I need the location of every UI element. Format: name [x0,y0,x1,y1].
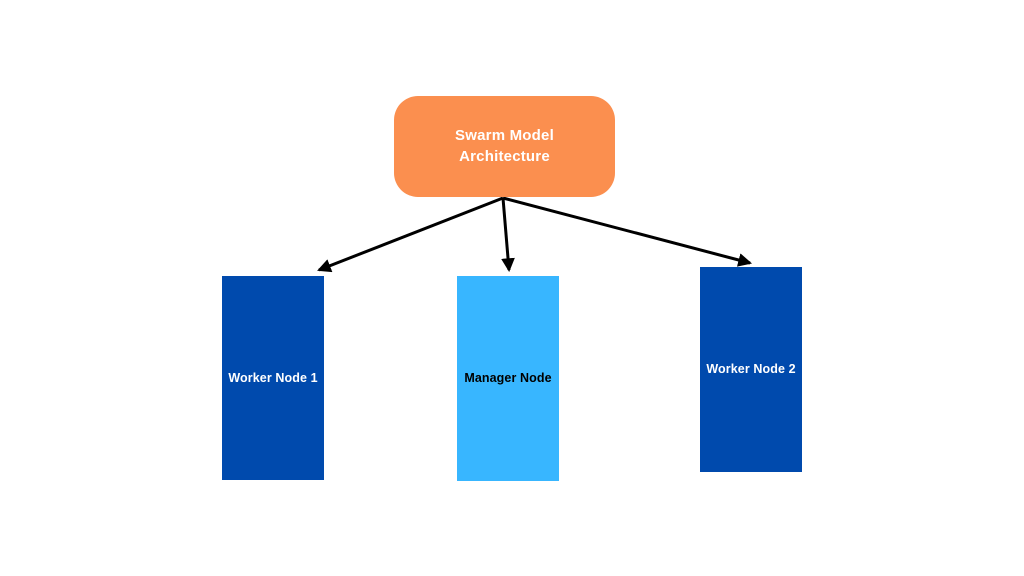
worker-node-1-label: Worker Node 1 [228,370,318,385]
manager-node-label: Manager Node [464,371,552,385]
node-worker-node-2: Worker Node 2 [700,267,802,472]
node-swarm-model-architecture: Swarm Model Architecture [394,96,615,197]
arrow-title-to-worker-2 [502,196,753,267]
title-node-label: Swarm Model Architecture [455,126,554,167]
node-worker-node-1: Worker Node 1 [222,276,324,480]
node-manager-node: Manager Node [457,276,559,481]
title-node-label-line1: Swarm Model [455,127,554,145]
arrow-title-to-worker-1 [317,196,504,273]
arrow-title-to-manager [501,197,515,273]
worker-node-2-label: Worker Node 2 [706,362,796,376]
title-node-label-line2: Architecture [459,147,550,165]
